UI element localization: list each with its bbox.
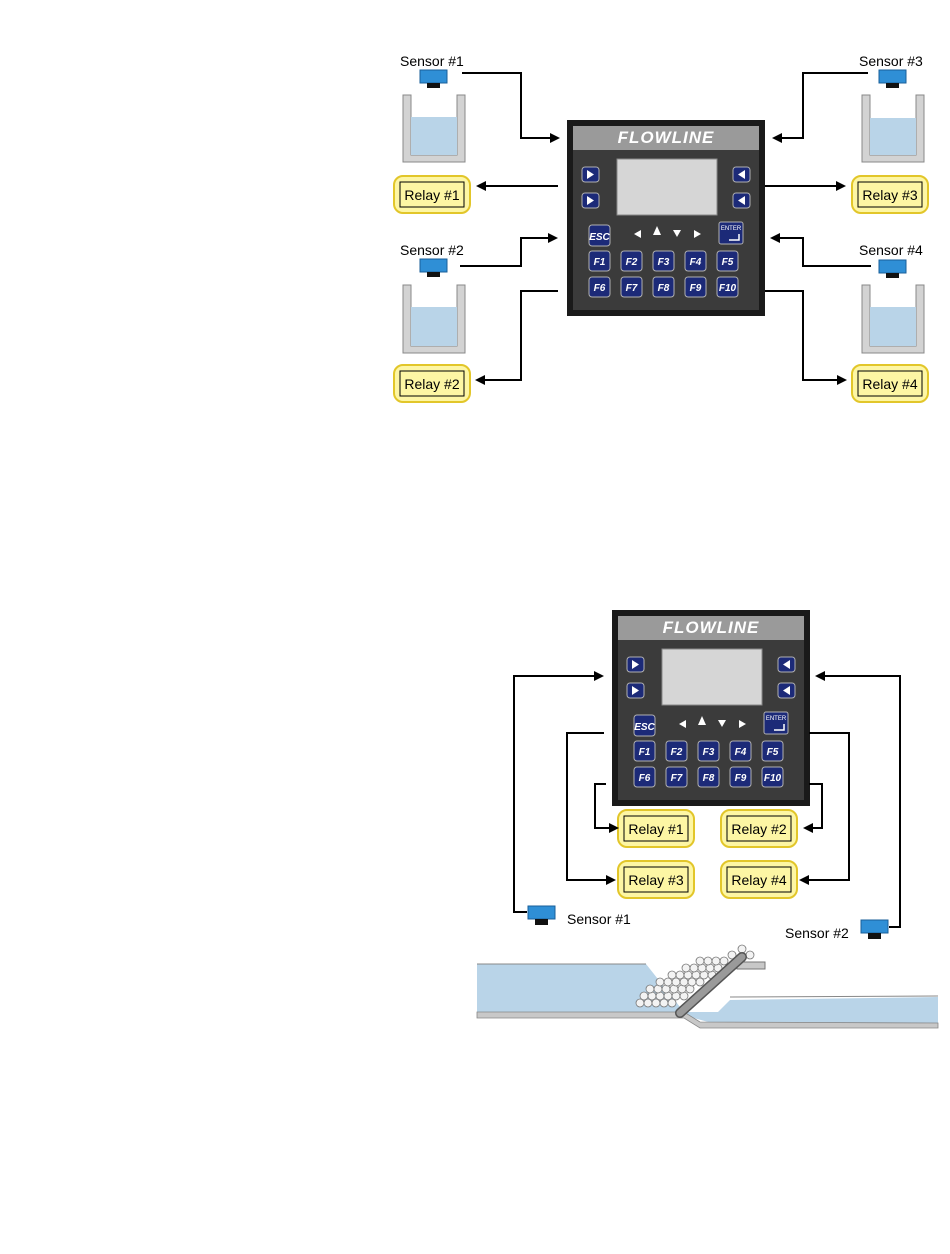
relay-2-3-label: Relay #3 <box>628 872 683 888</box>
relay-4-label: Relay #4 <box>862 376 917 392</box>
brand-logo-2: FLOWLINE <box>663 618 760 637</box>
relay-2-1-label: Relay #1 <box>628 821 683 837</box>
diagram-bar-screen: FLOWLINE ESC ENTER F1 F2 F3 F4 F5 F6 F7 … <box>477 610 938 1028</box>
f7-key-2[interactable]: F7 <box>671 773 683 784</box>
brand-logo: FLOWLINE <box>618 128 715 147</box>
sensor-3-label: Sensor #3 <box>859 53 923 69</box>
f3-key[interactable]: F3 <box>658 257 670 268</box>
sensor-2-label: Sensor #2 <box>400 242 464 258</box>
esc-key[interactable]: ESC <box>589 232 610 243</box>
sensor-icon-2-1 <box>528 906 555 925</box>
controller-panel-2: FLOWLINE ESC ENTER F1 F2 F3 F4 F5 F6 F7 … <box>612 610 810 806</box>
esc-key-2[interactable]: ESC <box>634 722 655 733</box>
f1-key[interactable]: F1 <box>594 257 606 268</box>
water-channel <box>477 962 938 1028</box>
f10-key[interactable]: F10 <box>719 283 737 294</box>
relay-2-1: Relay #1 <box>618 810 694 847</box>
f2-key[interactable]: F2 <box>626 257 638 268</box>
relay-2-2: Relay #2 <box>721 810 797 847</box>
f9-key[interactable]: F9 <box>690 283 702 294</box>
wire-2-sensor-1 <box>514 676 602 912</box>
f6-key[interactable]: F6 <box>594 283 606 294</box>
f8-key[interactable]: F8 <box>658 283 670 294</box>
f10-key-2[interactable]: F10 <box>764 773 782 784</box>
relay-3-label: Relay #3 <box>862 187 917 203</box>
relay-2: Relay #2 <box>394 365 470 402</box>
f4-key-2[interactable]: F4 <box>735 747 747 758</box>
f5-key-2[interactable]: F5 <box>767 747 779 758</box>
relay-2-2-label: Relay #2 <box>731 821 786 837</box>
wire-2-sensor-2 <box>817 676 900 927</box>
relay-1: Relay #1 <box>394 176 470 213</box>
f9-key-2[interactable]: F9 <box>735 773 747 784</box>
relay-2-3: Relay #3 <box>618 861 694 898</box>
f8-key-2[interactable]: F8 <box>703 773 715 784</box>
relay-1-label: Relay #1 <box>404 187 459 203</box>
relay-2-4-label: Relay #4 <box>731 872 786 888</box>
sensor-2-1-label: Sensor #1 <box>567 911 631 927</box>
sensor-4-label: Sensor #4 <box>859 242 923 258</box>
f4-key[interactable]: F4 <box>690 257 702 268</box>
relay-2-label: Relay #2 <box>404 376 459 392</box>
enter-key-2[interactable]: ENTER <box>766 716 787 722</box>
sensor-1-label: Sensor #1 <box>400 53 464 69</box>
enter-key[interactable]: ENTER <box>721 226 742 232</box>
relay-3: Relay #3 <box>852 176 928 213</box>
relay-4: Relay #4 <box>852 365 928 402</box>
f5-key[interactable]: F5 <box>722 257 734 268</box>
wire-2-relay-3 <box>567 733 614 880</box>
f2-key-2[interactable]: F2 <box>671 747 683 758</box>
sensor-icon-2-2 <box>861 920 888 939</box>
f1-key-2[interactable]: F1 <box>639 747 651 758</box>
diagram-multi-tank: FLOWLINE ESC ENTER F1 F2 F3 F4 F5 F6 F7 … <box>390 48 936 408</box>
f3-key-2[interactable]: F3 <box>703 747 715 758</box>
relay-2-4: Relay #4 <box>721 861 797 898</box>
f6-key-2[interactable]: F6 <box>639 773 651 784</box>
controller-panel: FLOWLINE ESC ENTER F1 F2 F3 F4 F5 F6 F7 … <box>567 120 765 316</box>
f7-key[interactable]: F7 <box>626 283 638 294</box>
sensor-2-2-label: Sensor #2 <box>785 925 849 941</box>
